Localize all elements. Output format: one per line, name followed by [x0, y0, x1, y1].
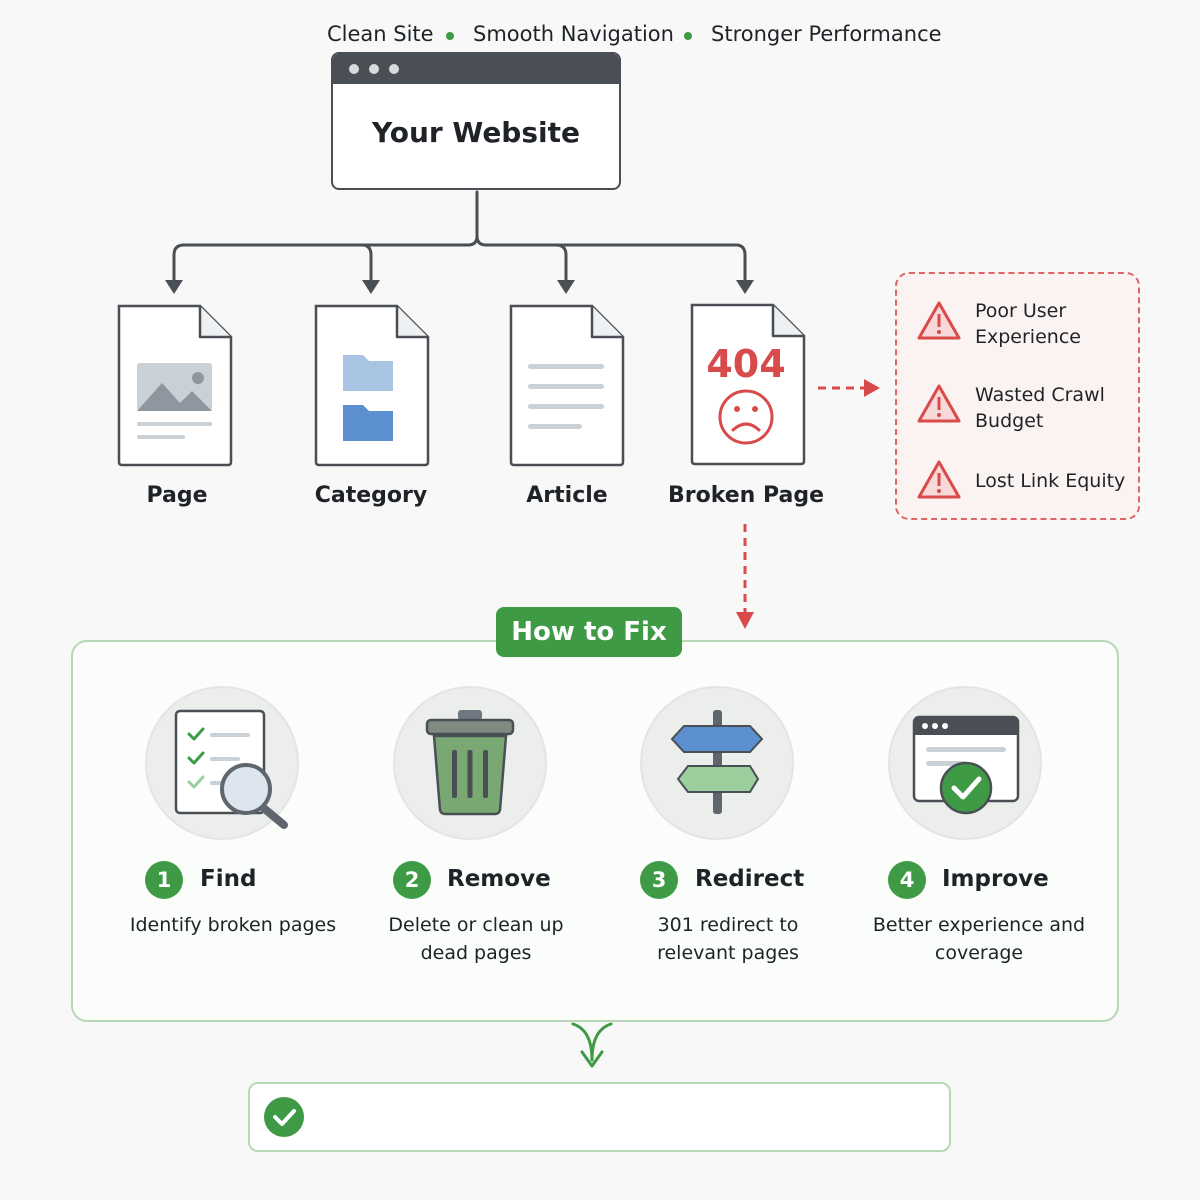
broken-page-label: Broken Page — [667, 483, 825, 508]
window-title-bar — [333, 54, 619, 84]
window-dot-icon — [369, 64, 379, 74]
checklist-magnifier-icon — [174, 709, 288, 829]
warning-icon — [917, 460, 961, 499]
result-smooth-navigation: Smooth Navigation — [473, 22, 674, 46]
step-find-description: Identify broken pages — [129, 914, 337, 936]
issue-lost-link-equity: Lost Link Equity — [975, 470, 1126, 492]
issue-wasted-crawl-budget: Wasted Crawl Budget — [975, 384, 1105, 432]
issue-poor-user-experience: Poor User Experience — [975, 300, 1081, 348]
separator-dot — [446, 32, 454, 40]
step-number-3: 3 — [640, 861, 678, 899]
results-bar — [248, 1082, 951, 1152]
step-remove-title: Remove — [447, 866, 551, 892]
window-dot-icon — [389, 64, 399, 74]
result-stronger-performance: Stronger Performance — [711, 22, 942, 46]
signpost-icon — [670, 710, 764, 814]
step-number-4: 4 — [888, 861, 926, 899]
article-doc-icon — [509, 304, 625, 467]
step-improve-title: Improve — [942, 866, 1049, 892]
check-circle-icon — [264, 1097, 304, 1137]
warning-icon — [917, 301, 961, 340]
sad-face-icon — [718, 389, 774, 445]
error-code: 404 — [706, 342, 785, 386]
step-find-title: Find — [200, 866, 257, 892]
page-doc-icon — [117, 304, 233, 467]
warning-icon — [917, 384, 961, 423]
separator-dot — [684, 32, 692, 40]
article-label: Article — [526, 483, 608, 508]
category-doc-icon — [314, 304, 430, 467]
window-dot-icon — [349, 64, 359, 74]
how-to-fix-badge: How to Fix — [496, 607, 682, 657]
step-number-1: 1 — [145, 861, 183, 899]
step-redirect-description: 301 redirect to relevant pages — [657, 914, 799, 964]
browser-check-icon — [912, 715, 1020, 815]
broken-page-doc-icon: 404 — [690, 303, 806, 466]
website-window: Your Website — [331, 52, 621, 190]
result-clean-site: Clean Site — [327, 22, 434, 46]
step-remove-description: Delete or clean up dead pages — [388, 914, 564, 964]
step-improve-description: Better experience and coverage — [872, 914, 1086, 964]
trash-can-icon — [425, 710, 515, 816]
step-number-2: 2 — [393, 861, 431, 899]
category-label: Category — [314, 483, 428, 508]
page-label: Page — [146, 483, 208, 508]
website-title: Your Website — [372, 116, 580, 149]
step-redirect-title: Redirect — [695, 866, 805, 892]
